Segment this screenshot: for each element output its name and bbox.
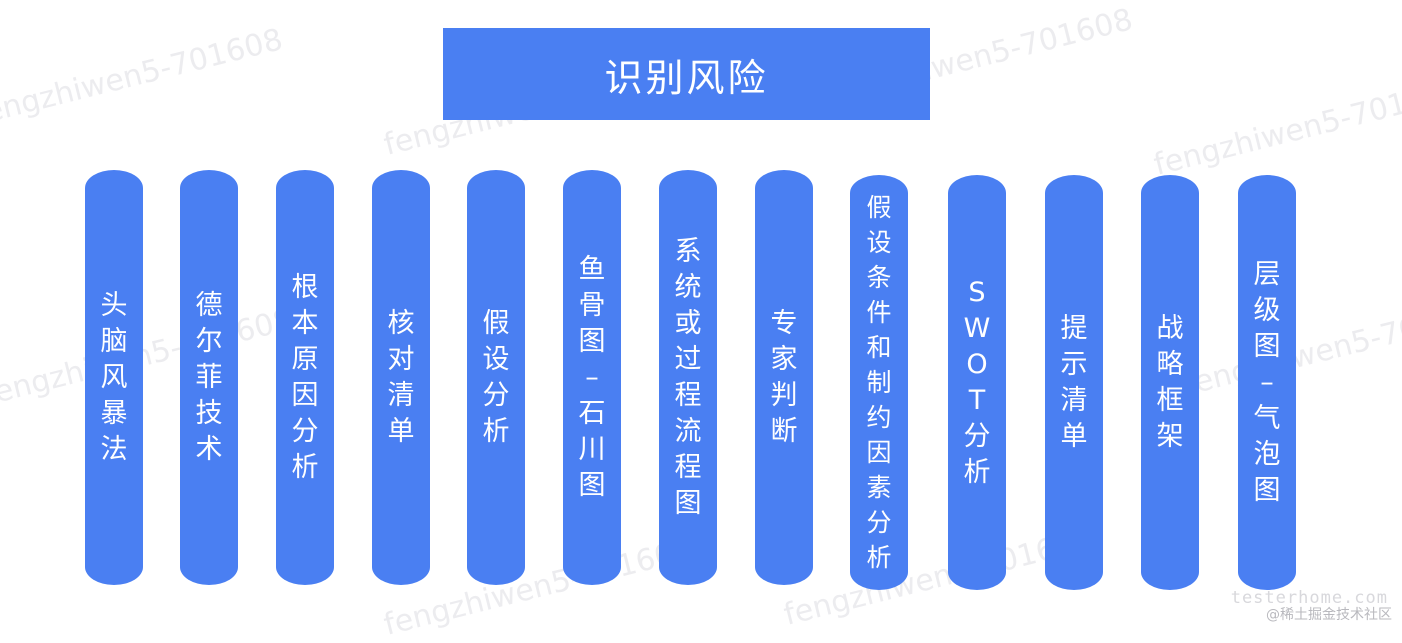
- footer-logo: testerhome.com: [1230, 588, 1388, 608]
- method-label: 假设分析: [482, 307, 510, 447]
- watermark-text: fengzhiwen5-701608: [0, 302, 297, 413]
- method-pill: 假设条件和制约因素分析: [850, 175, 908, 590]
- method-label: 层级图–气泡图: [1253, 258, 1281, 506]
- method-label: 德尔菲技术: [195, 289, 223, 465]
- method-label: 战略框架: [1156, 312, 1184, 452]
- method-label: 假设条件和制约因素分析: [866, 193, 892, 572]
- diagram-title: 识别风险: [604, 55, 769, 100]
- method-label: 头脑风暴法: [100, 289, 128, 465]
- method-label: 根本原因分析: [291, 271, 319, 483]
- watermark-text: fengzhiwen5-701608: [1150, 72, 1402, 183]
- method-pill: 鱼骨图–石川图: [563, 170, 621, 585]
- method-pill: 战略框架: [1141, 175, 1199, 590]
- method-pill: 根本原因分析: [276, 170, 334, 585]
- method-pill: 层级图–气泡图: [1238, 175, 1296, 590]
- watermark-text: fengzhiwen5-701608: [0, 22, 287, 133]
- method-pill: 提示清单: [1045, 175, 1103, 590]
- method-pill: 系统或过程流程图: [659, 170, 717, 585]
- method-label: 提示清单: [1060, 312, 1088, 452]
- method-pill: 核对清单: [372, 170, 430, 585]
- method-label: 专家判断: [770, 307, 798, 447]
- title-box: 识别风险: [443, 28, 930, 120]
- method-pill: 假设分析: [467, 170, 525, 585]
- method-label: 核对清单: [387, 307, 415, 447]
- method-pill: 专家判断: [755, 170, 813, 585]
- method-pill: 头脑风暴法: [85, 170, 143, 585]
- method-label: 系统或过程流程图: [674, 235, 702, 519]
- footer-credit: @稀土掘金技术社区: [1266, 607, 1392, 623]
- method-label: 鱼骨图–石川图: [578, 253, 606, 501]
- method-pill: 德尔菲技术: [180, 170, 238, 585]
